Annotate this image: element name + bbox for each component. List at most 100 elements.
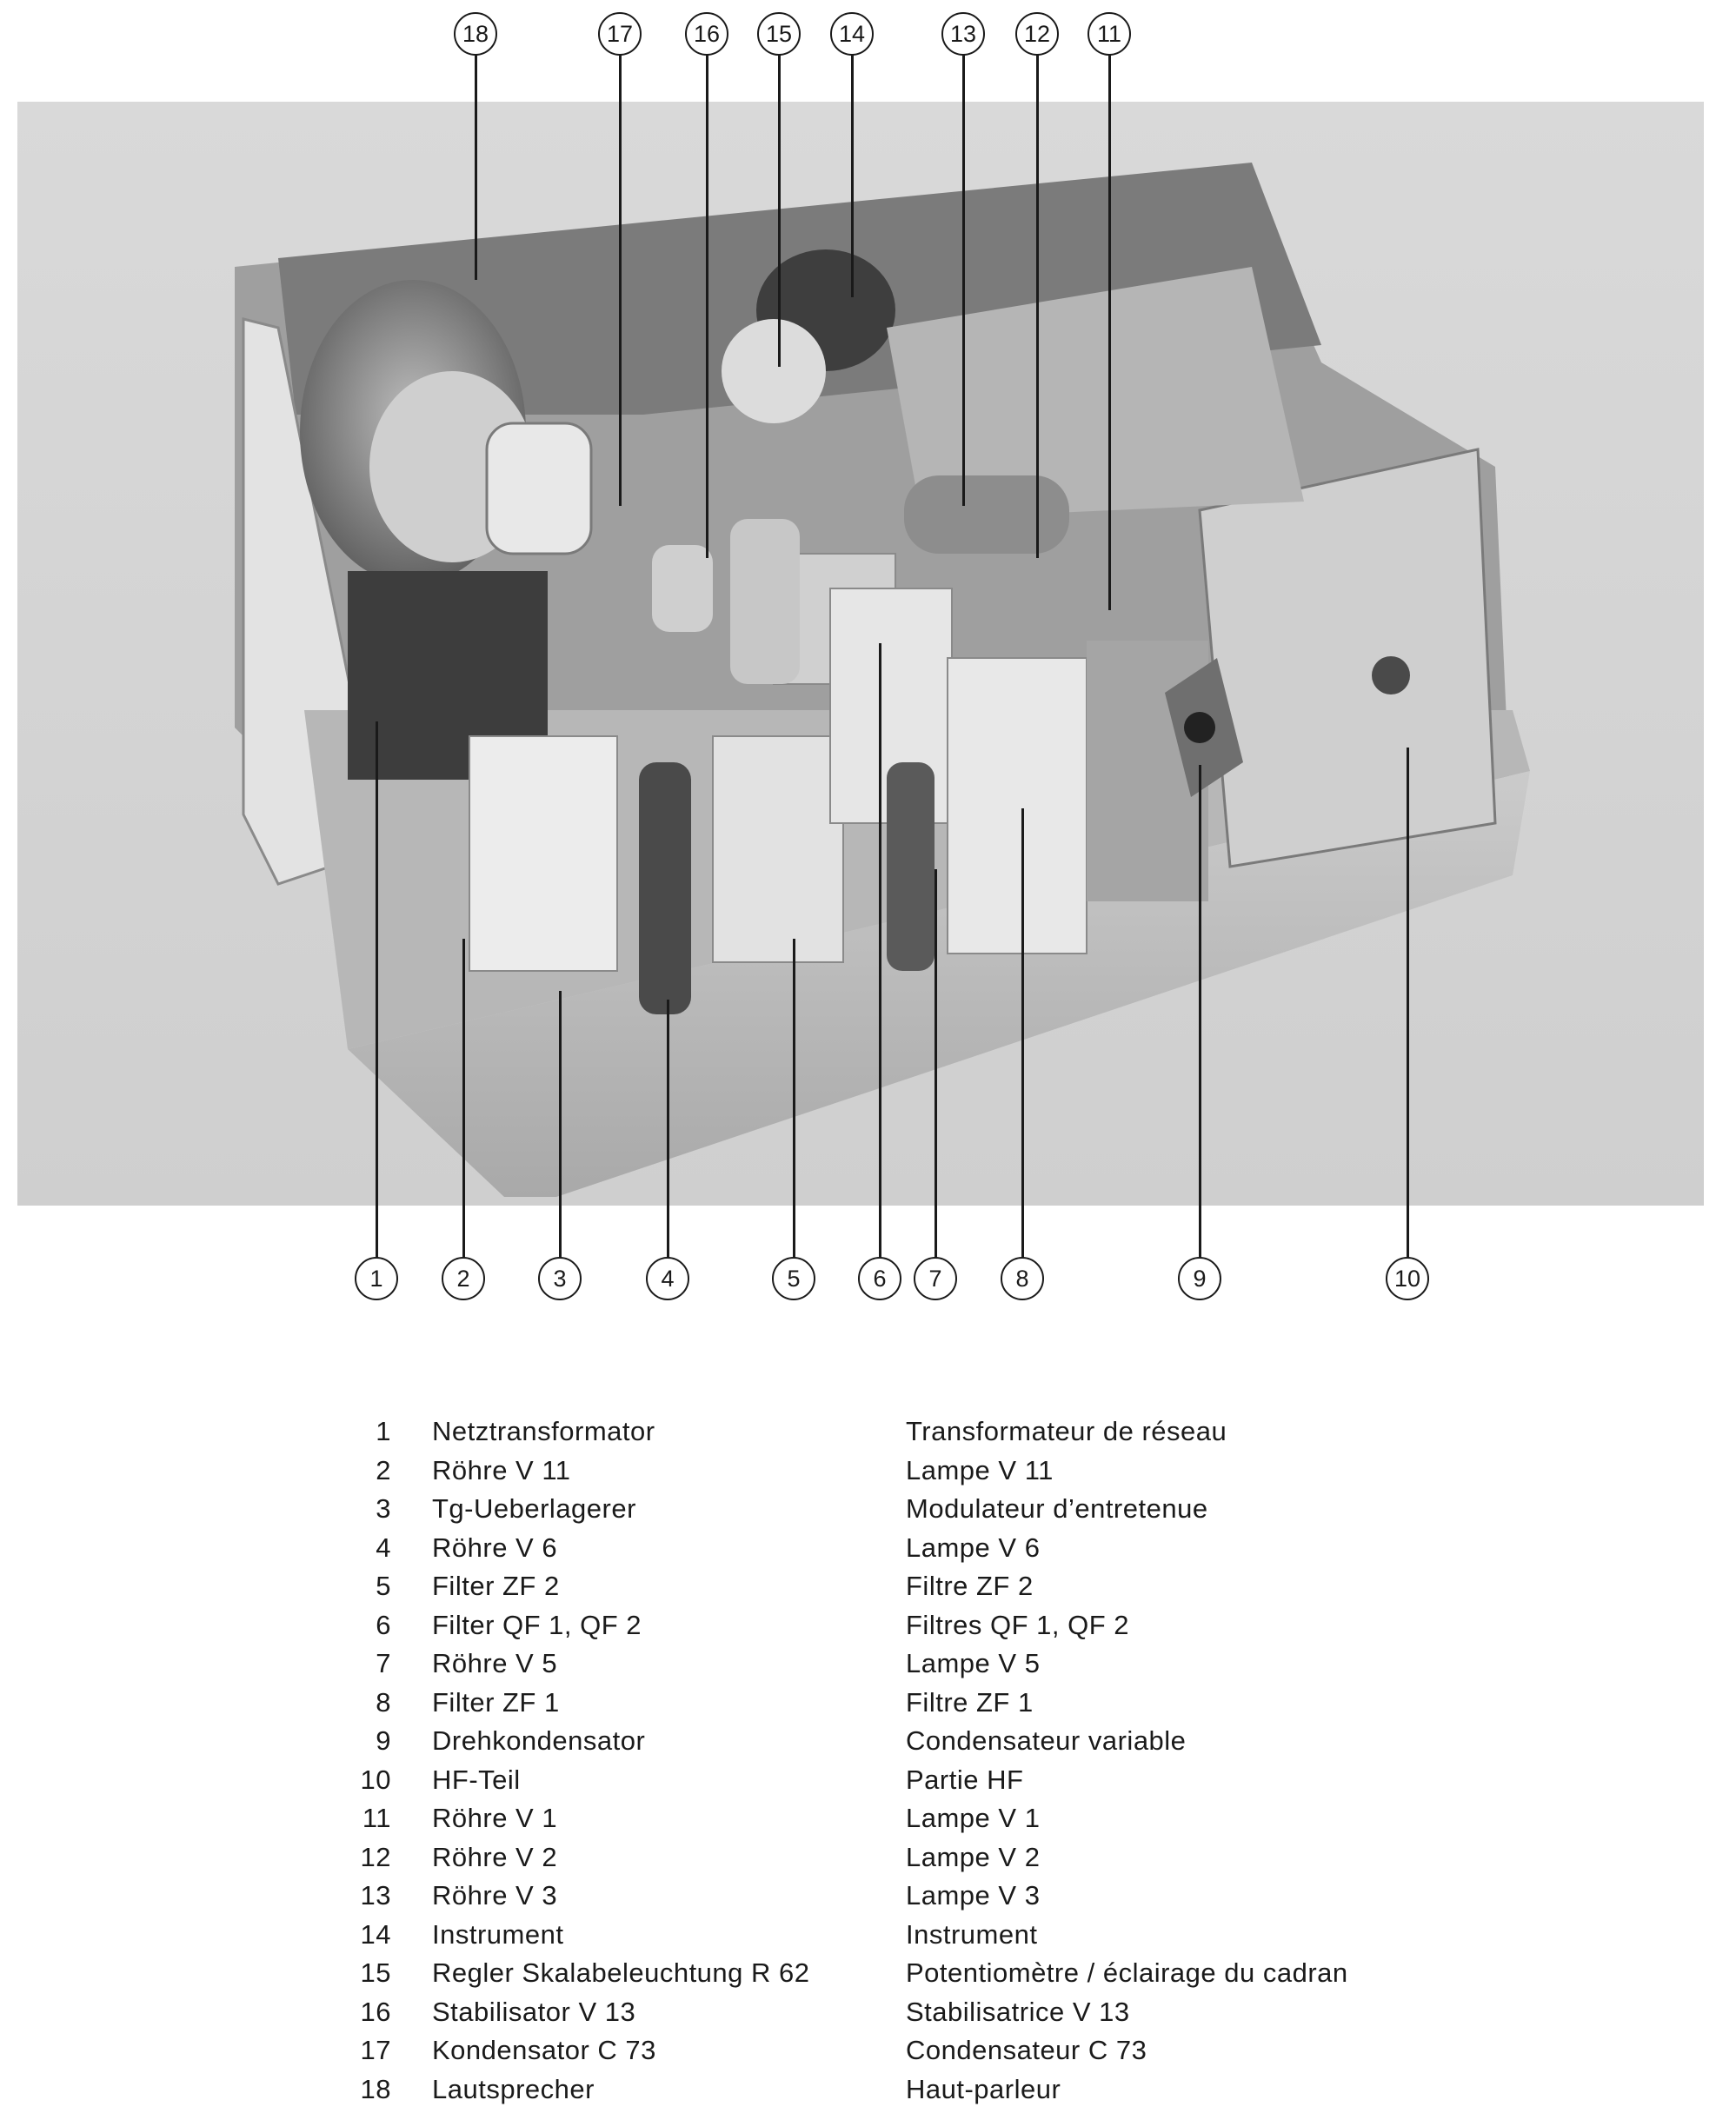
leader-line — [1036, 54, 1039, 558]
callout-6: 6 — [858, 1257, 901, 1300]
legend-row: 1 Netztransformator Transformateur de ré… — [348, 1412, 1478, 1452]
legend-number: 12 — [360, 1841, 391, 1872]
legend-number: 16 — [360, 1996, 391, 2027]
legend-row: 18 Lautsprecher Haut-parleur — [348, 2070, 1478, 2110]
leader-line — [851, 54, 854, 297]
legend-german-label: HF-Teil — [432, 1764, 521, 1795]
legend-french-label: Condensateur C 73 — [906, 2035, 1147, 2066]
callout-15: 15 — [757, 12, 801, 56]
callout-16: 16 — [685, 12, 728, 56]
callout-number: 10 — [1393, 1265, 1421, 1292]
leader-line — [1021, 808, 1024, 1260]
leader-line — [778, 54, 781, 367]
legend-german-label: Röhre V 1 — [432, 1803, 558, 1834]
leader-line — [1199, 765, 1201, 1260]
legend-number: 2 — [376, 1454, 391, 1485]
callout-number: 13 — [949, 20, 977, 47]
callout-4: 4 — [646, 1257, 689, 1300]
callout-number: 2 — [456, 1265, 470, 1292]
callout-1: 1 — [355, 1257, 398, 1300]
legend-french-label: Filtre ZF 1 — [906, 1686, 1034, 1718]
leader-line — [706, 54, 708, 558]
legend-number: 1 — [376, 1416, 391, 1447]
legend-german-label: Instrument — [432, 1918, 564, 1950]
legend-german-label: Netztransformator — [432, 1416, 655, 1447]
legend-german-label: Lautsprecher — [432, 2073, 595, 2104]
legend-number: 14 — [360, 1918, 391, 1950]
legend-number: 13 — [360, 1880, 391, 1911]
legend-german-label: Filter QF 1, QF 2 — [432, 1609, 642, 1640]
legend-number: 18 — [360, 2073, 391, 2104]
legend: 1 Netztransformator Transformateur de ré… — [348, 1412, 1478, 2109]
legend-german-label: Röhre V 11 — [432, 1454, 571, 1485]
legend-german-label: Stabilisator V 13 — [432, 1996, 636, 2027]
callout-number: 15 — [765, 20, 793, 47]
legend-german-label: Regler Skalabeleuchtung R 62 — [432, 1957, 810, 1989]
callout-7: 7 — [914, 1257, 957, 1300]
legend-german-label: Röhre V 6 — [432, 1532, 558, 1563]
callout-18: 18 — [454, 12, 497, 56]
callout-8: 8 — [1001, 1257, 1044, 1300]
legend-row: 12 Röhre V 2 Lampe V 2 — [348, 1838, 1478, 1877]
leader-line — [559, 991, 562, 1260]
callout-number: 1 — [369, 1265, 383, 1292]
leader-line — [475, 54, 477, 280]
leader-line — [462, 939, 465, 1260]
legend-row: 3 Tg-Ueberlagerer Modulateur d’entretenu… — [348, 1490, 1478, 1529]
callout-number: 5 — [787, 1265, 801, 1292]
legend-number: 11 — [362, 1803, 391, 1834]
legend-number: 17 — [360, 2035, 391, 2066]
legend-row: 7 Röhre V 5 Lampe V 5 — [348, 1645, 1478, 1684]
legend-number: 8 — [376, 1686, 391, 1718]
callout-number: 18 — [462, 20, 489, 47]
legend-number: 9 — [376, 1725, 391, 1757]
legend-french-label: Filtres QF 1, QF 2 — [906, 1609, 1130, 1640]
legend-row: 5 Filter ZF 2 Filtre ZF 2 — [348, 1567, 1478, 1606]
callout-number: 17 — [606, 20, 634, 47]
legend-row: 6 Filter QF 1, QF 2 Filtres QF 1, QF 2 — [348, 1606, 1478, 1645]
legend-french-label: Condensateur variable — [906, 1725, 1187, 1757]
legend-row: 4 Röhre V 6 Lampe V 6 — [348, 1529, 1478, 1568]
legend-french-label: Transformateur de réseau — [906, 1416, 1227, 1447]
legend-number: 7 — [376, 1648, 391, 1679]
legend-german-label: Drehkondensator — [432, 1725, 646, 1757]
legend-french-label: Lampe V 1 — [906, 1803, 1041, 1834]
callout-2: 2 — [442, 1257, 485, 1300]
legend-number: 10 — [360, 1764, 391, 1795]
legend-french-label: Lampe V 3 — [906, 1880, 1041, 1911]
legend-french-label: Stabilisatrice V 13 — [906, 1996, 1130, 2027]
legend-french-label: Filtre ZF 2 — [906, 1571, 1034, 1602]
legend-row: 15 Regler Skalabeleuchtung R 62 Potentio… — [348, 1954, 1478, 1993]
leader-line — [619, 54, 622, 506]
legend-row: 8 Filter ZF 1 Filtre ZF 1 — [348, 1684, 1478, 1723]
legend-french-label: Instrument — [906, 1918, 1038, 1950]
callout-17: 17 — [598, 12, 642, 56]
callout-number: 9 — [1193, 1265, 1207, 1292]
legend-german-label: Röhre V 5 — [432, 1648, 558, 1679]
leader-line — [1407, 748, 1409, 1260]
callout-12: 12 — [1015, 12, 1059, 56]
legend-french-label: Modulateur d’entretenue — [906, 1493, 1208, 1525]
legend-number: 5 — [376, 1571, 391, 1602]
legend-french-label: Lampe V 6 — [906, 1532, 1041, 1563]
legend-row: 17 Kondensator C 73 Condensateur C 73 — [348, 2031, 1478, 2070]
callout-5: 5 — [772, 1257, 815, 1300]
legend-german-label: Kondensator C 73 — [432, 2035, 656, 2066]
legend-german-label: Röhre V 3 — [432, 1880, 558, 1911]
legend-row: 9 Drehkondensator Condensateur variable — [348, 1722, 1478, 1761]
legend-number: 4 — [376, 1532, 391, 1563]
chassis-illustration — [17, 102, 1704, 1206]
legend-row: 16 Stabilisator V 13 Stabilisatrice V 13 — [348, 1993, 1478, 2032]
leader-line — [962, 54, 965, 506]
leader-line — [376, 721, 378, 1260]
callout-13: 13 — [941, 12, 985, 56]
legend-row: 14 Instrument Instrument — [348, 1916, 1478, 1955]
leader-line — [667, 1000, 669, 1260]
callout-number: 12 — [1023, 20, 1051, 47]
chassis-photo — [17, 102, 1704, 1206]
leader-line — [879, 643, 881, 1260]
legend-german-label: Filter ZF 2 — [432, 1571, 560, 1602]
legend-french-label: Lampe V 5 — [906, 1648, 1041, 1679]
callout-14: 14 — [830, 12, 874, 56]
callout-number: 7 — [928, 1265, 942, 1292]
